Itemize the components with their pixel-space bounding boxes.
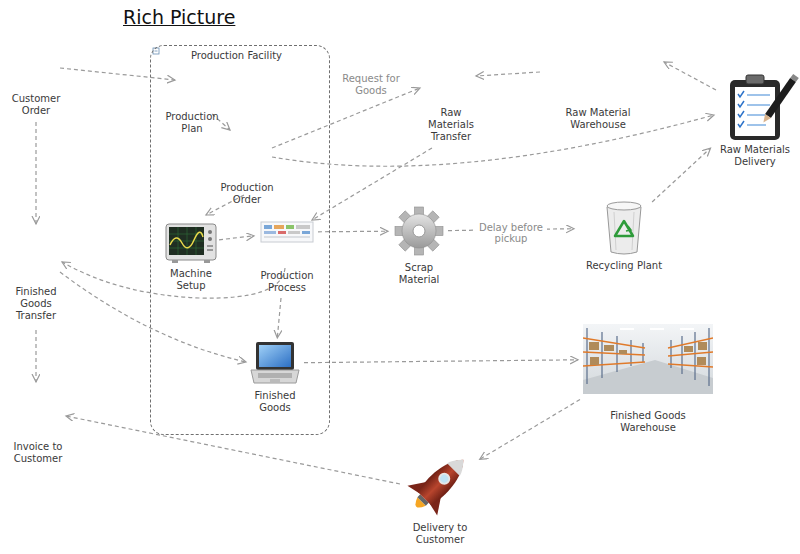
- delivery-node: Raw Materials Delivery: [712, 74, 798, 170]
- node-label: Scrap Material: [390, 262, 448, 286]
- monitor-icon: [166, 224, 216, 263]
- process-node: Production Process: [256, 218, 318, 298]
- flow-arrow: [60, 272, 246, 362]
- node-label: Finished Goods: [246, 390, 304, 414]
- edge-label: Delay before pickup: [475, 222, 547, 244]
- clipboard-icon: [730, 75, 796, 140]
- flow-arrow: [312, 148, 432, 220]
- rocket-icon: [401, 445, 478, 522]
- warehouse-photo: [583, 324, 713, 394]
- recycling-node: Recycling Plant: [576, 202, 672, 286]
- flow-label: Raw Materials Transfer: [423, 107, 479, 143]
- scrap-node: Scrap Material: [390, 208, 448, 288]
- flow-label: Raw Material Warehouse: [560, 107, 636, 131]
- flow-connector: [652, 148, 710, 202]
- flow-label: Production Plan: [163, 111, 221, 135]
- flow-label: Production Order: [216, 182, 278, 206]
- facility-boundary: Production FacilityMachine Setup Producti…: [150, 45, 330, 435]
- decorative-arrows: [36, 62, 716, 484]
- collapse-toggle: [153, 48, 159, 54]
- flow-connector: [318, 231, 388, 233]
- flow-connector: [480, 400, 580, 460]
- flow-label: Invoice to Customer: [8, 441, 68, 465]
- flow-connector: [304, 360, 578, 363]
- flow-arrow: [66, 416, 400, 484]
- customer-delivery-node: Delivery to Customer: [402, 448, 478, 548]
- process-icon: [261, 222, 313, 242]
- flow-label: Finished Goods Transfer: [10, 286, 62, 322]
- flow-arrow: [272, 88, 420, 148]
- recycle-bin-icon: [607, 202, 641, 254]
- flow-connector: [219, 236, 254, 240]
- boundary-title: Production Facility: [191, 50, 321, 62]
- flow-label: Request for Goods: [336, 73, 406, 97]
- node-label: Recycling Plant: [576, 260, 672, 272]
- node-label: Finished Goods Warehouse: [600, 410, 696, 434]
- laptop-icon: [251, 342, 299, 383]
- flow-arrow: [35, 330, 36, 382]
- flow-connector: [277, 298, 281, 338]
- flow-arrow: [62, 262, 285, 298]
- node-label: Production Process: [256, 270, 318, 294]
- flow-arrow: [60, 68, 175, 80]
- node-label: Machine Setup: [163, 268, 219, 292]
- warehouse-node: Finished Goods Warehouse: [580, 324, 716, 440]
- flow-arrow: [272, 115, 714, 166]
- diagram-title: Rich Picture: [123, 5, 235, 29]
- node-label: Delivery to Customer: [402, 522, 478, 546]
- machine-node: Machine Setup: [163, 222, 219, 296]
- finished-goods-node: Finished Goods: [246, 340, 304, 420]
- node-label: Raw Materials Delivery: [712, 144, 798, 168]
- flow-label: Customer Order: [8, 93, 64, 117]
- flow-arrow: [476, 72, 540, 76]
- gear-icon: [395, 207, 443, 255]
- flow-arrow: [35, 122, 36, 224]
- flow-arrow: [664, 62, 716, 90]
